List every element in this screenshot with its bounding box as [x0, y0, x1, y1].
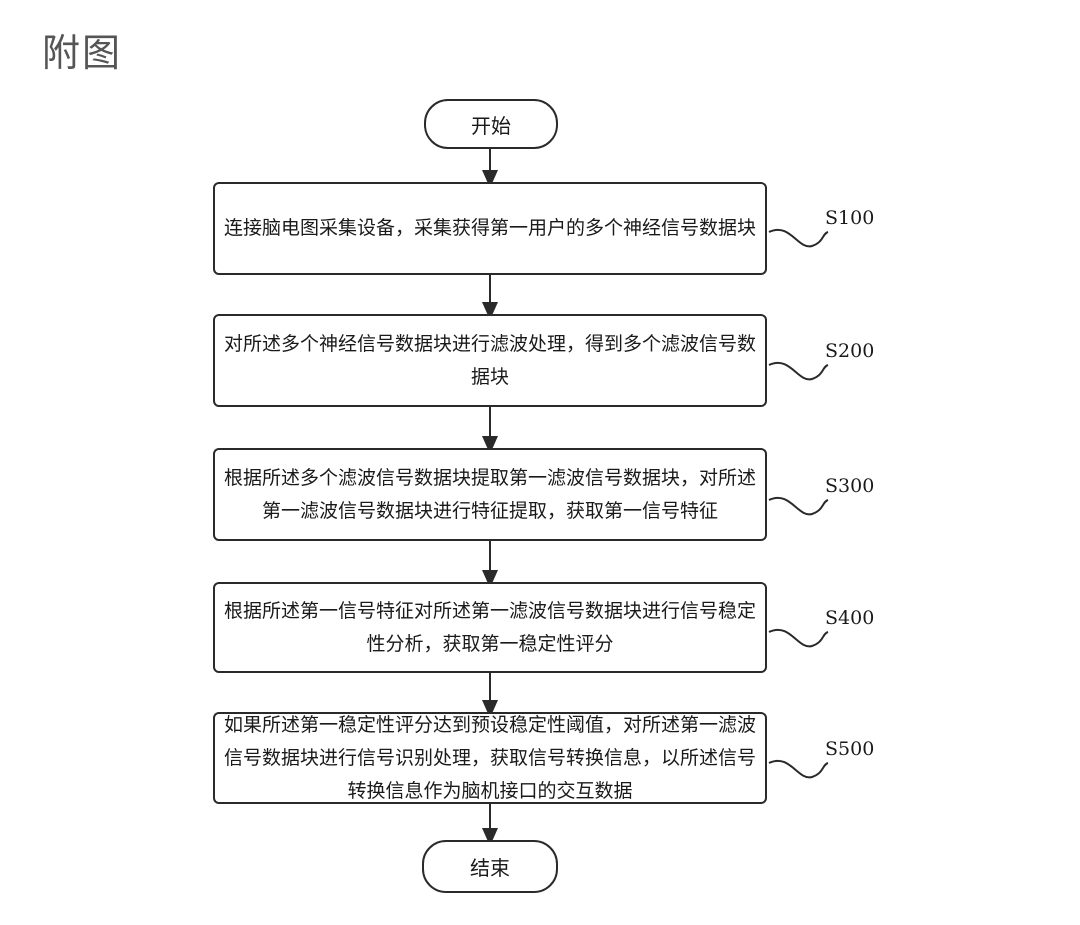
- leader-s300: [768, 496, 829, 516]
- step-label-s400: S400: [825, 607, 875, 629]
- step-text-s400: 根据所述第一信号特征对所述第一滤波信号数据块进行信号稳定性分析，获取第一稳定性评…: [223, 599, 756, 655]
- step-box-s100: 连接脑电图采集设备，采集获得第一用户的多个神经信号数据块: [213, 182, 767, 275]
- step-label-s500: S500: [825, 738, 875, 760]
- step-label-s100: S100: [825, 207, 875, 229]
- step-label-s300: S300: [825, 475, 875, 497]
- leader-s500: [768, 759, 829, 779]
- step-box-s400: 根据所述第一信号特征对所述第一滤波信号数据块进行信号稳定性分析，获取第一稳定性评…: [213, 582, 767, 673]
- step-box-s200: 对所述多个神经信号数据块进行滤波处理，得到多个滤波信号数据块: [213, 314, 767, 407]
- leader-s100: [768, 228, 829, 248]
- step-box-s500: 如果所述第一稳定性评分达到预设稳定性阈值，对所述第一滤波信号数据块进行信号识别处…: [213, 712, 767, 804]
- step-text-s100: 连接脑电图采集设备，采集获得第一用户的多个神经信号数据块: [223, 217, 756, 239]
- step-text-s500: 如果所述第一稳定性评分达到预设稳定性阈值，对所述第一滤波信号数据块进行信号识别处…: [223, 713, 756, 802]
- step-box-s300: 根据所述多个滤波信号数据块提取第一滤波信号数据块，对所述第一滤波信号数据块进行特…: [213, 448, 767, 541]
- start-node: 开始: [424, 99, 558, 149]
- step-text-s300: 根据所述多个滤波信号数据块提取第一滤波信号数据块，对所述第一滤波信号数据块进行特…: [223, 466, 756, 522]
- end-node: 结束: [422, 840, 558, 893]
- figure-heading: 附图: [42, 31, 123, 75]
- step-label-s200: S200: [825, 340, 875, 362]
- step-text-s200: 对所述多个神经信号数据块进行滤波处理，得到多个滤波信号数据块: [223, 332, 756, 388]
- leader-s400: [768, 628, 829, 648]
- leader-s200: [768, 361, 829, 381]
